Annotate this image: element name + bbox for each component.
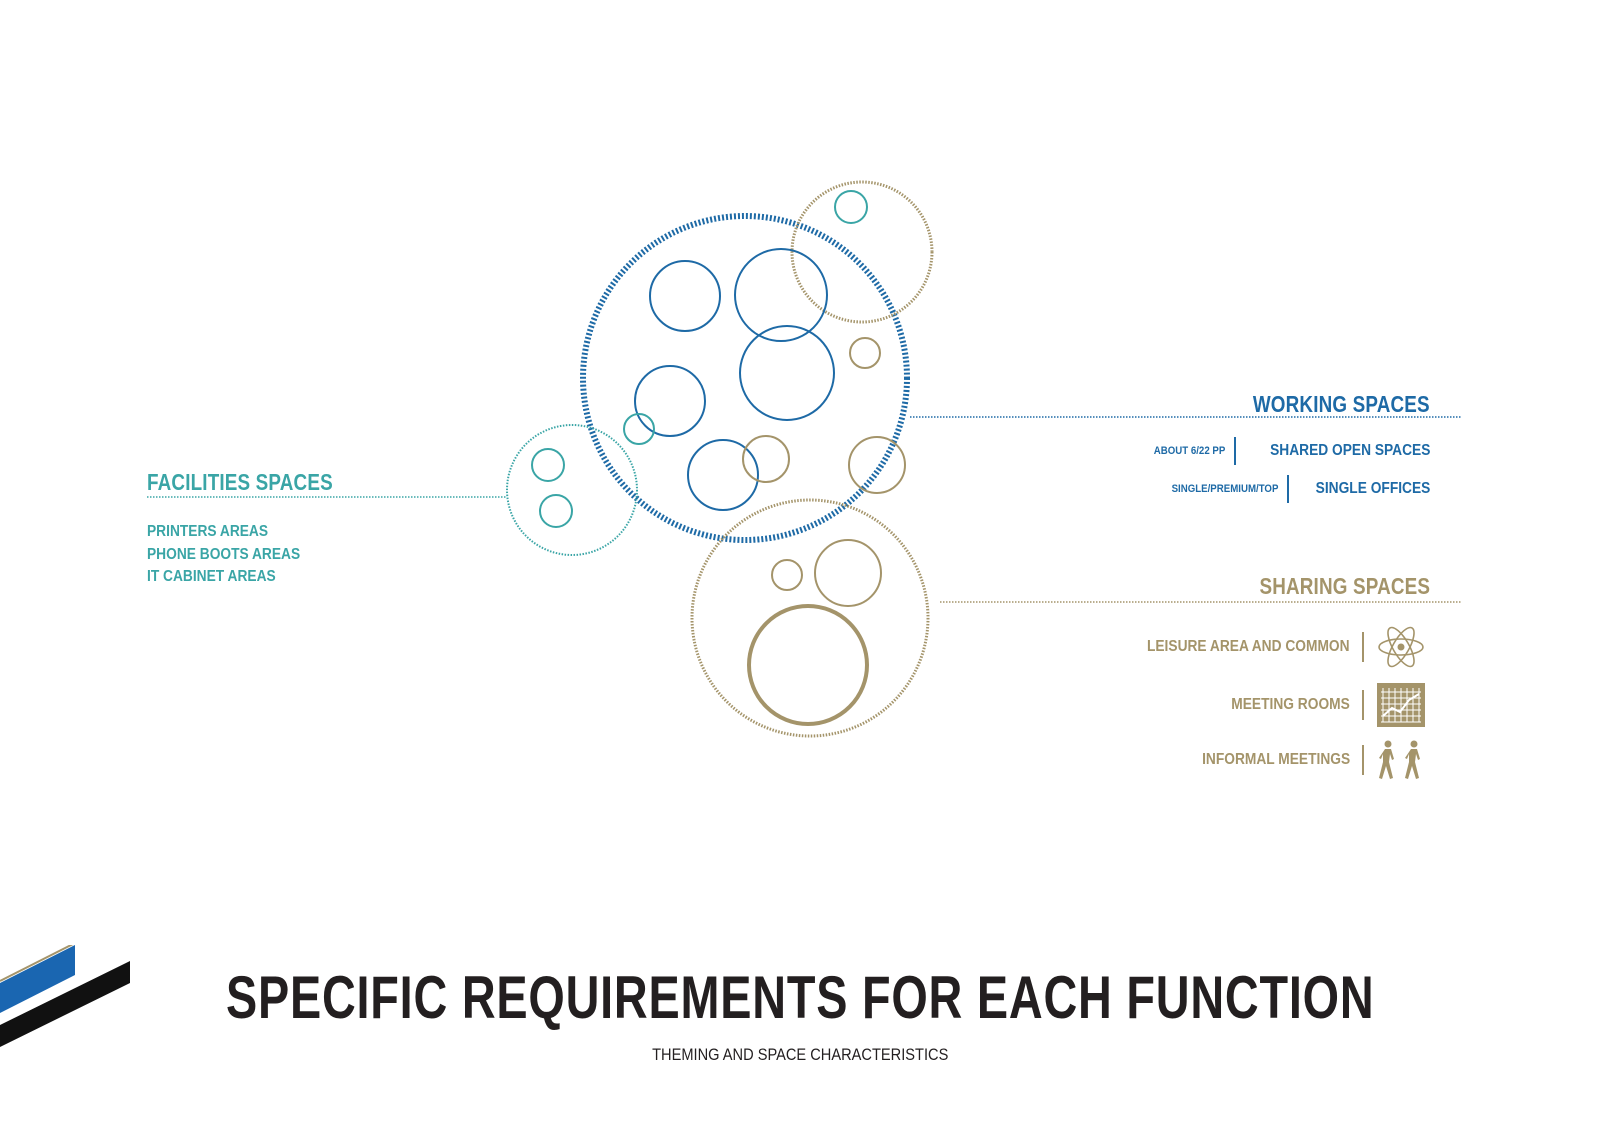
sharing-spaces-ring <box>690 498 930 738</box>
sharing-spaces-title: SHARING SPACES <box>1259 573 1430 599</box>
working-spaces-title: WORKING SPACES <box>1253 391 1430 417</box>
facilities-inner-circles <box>531 190 868 528</box>
atom-icon <box>1376 624 1426 670</box>
facilities-spaces-title: FACILITIES SPACES <box>147 469 333 495</box>
divider <box>1362 632 1364 662</box>
working-row-detail: SINGLE/PREMIUM/TOP <box>1171 483 1279 495</box>
list-item: PRINTERS AREAS <box>147 523 269 540</box>
sharing-inner-circles <box>742 337 906 726</box>
page-title-text: SPECIFIC REQUIREMENTS FOR EACH FUNCTION <box>225 964 1375 1031</box>
page-subtitle-text: THEMING AND SPACE CHARACTERISTICS <box>651 1045 949 1064</box>
facilities-list: PRINTERS AREAS PHONE BOOTS AREAS IT CABI… <box>147 521 325 589</box>
divider <box>1362 690 1364 720</box>
sharing-row-label: LEISURE AREA AND COMMON <box>1147 638 1350 655</box>
facilities-spaces-ring <box>506 424 638 556</box>
working-row-detail: ABOUT 6/22 PP <box>1154 445 1226 457</box>
list-item: IT CABINET AREAS <box>147 568 276 585</box>
sharing-row-informal-meetings: INFORMAL MEETINGS <box>1178 737 1426 783</box>
sharing-row-label: INFORMAL MEETINGS <box>1201 751 1350 768</box>
page-title: SPECIFIC REQUIREMENTS FOR EACH FUNCTION <box>0 963 1600 1032</box>
working-spaces-ring <box>580 213 910 543</box>
brand-logo-mark <box>0 945 130 1047</box>
divider <box>1233 437 1236 465</box>
working-row-single-offices: SINGLE/PREMIUM/TOP SINGLE OFFICES <box>1157 475 1430 503</box>
working-row-shared-open-spaces: ABOUT 6/22 PP SHARED OPEN SPACES <box>1144 437 1430 465</box>
sharing-row-meeting-rooms: MEETING ROOMS <box>1212 682 1426 728</box>
walking-people-icon <box>1376 737 1426 783</box>
divider <box>1286 475 1289 503</box>
list-item: PHONE BOOTS AREAS <box>147 545 301 563</box>
divider <box>1362 745 1364 775</box>
sharing-row-leisure: LEISURE AREA AND COMMON <box>1114 624 1426 670</box>
sharing-row-label: MEETING ROOMS <box>1231 696 1350 713</box>
page-subtitle: THEMING AND SPACE CHARACTERISTICS <box>0 1045 1600 1065</box>
chart-grid-icon <box>1376 682 1426 728</box>
working-inner-circles <box>634 248 835 511</box>
sharing-ring-small <box>790 180 934 324</box>
working-row-label: SINGLE OFFICES <box>1315 480 1430 497</box>
working-row-label: SHARED OPEN SPACES <box>1269 442 1430 459</box>
